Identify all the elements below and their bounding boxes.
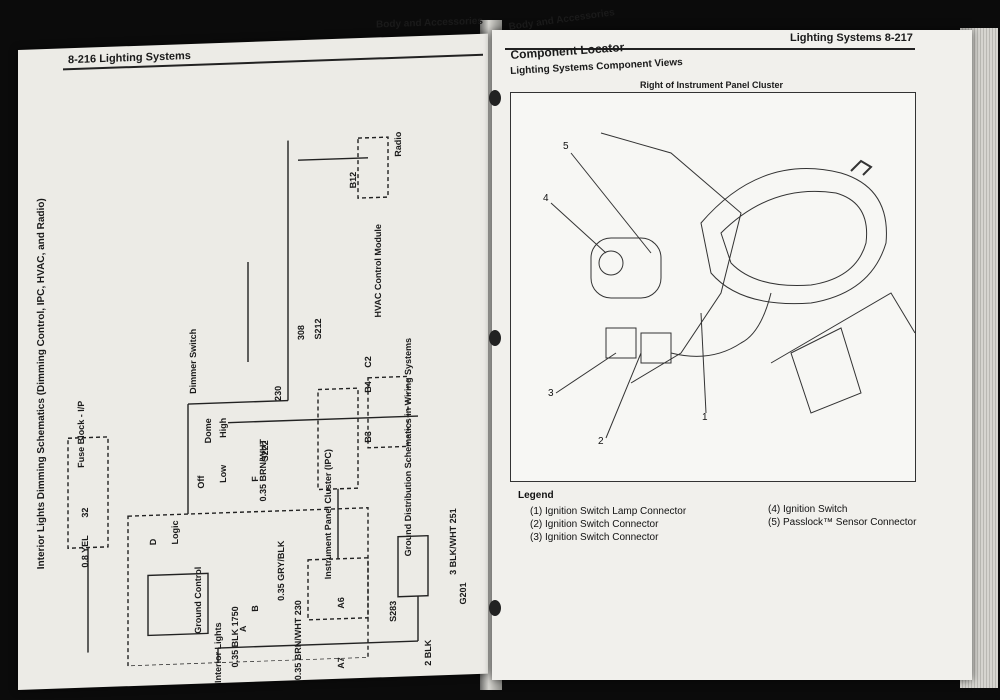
wiring-schematic: [67, 136, 429, 667]
label-pin-f: F: [250, 476, 260, 482]
label-pin-d: D: [148, 538, 158, 546]
callout-3: 3: [548, 388, 554, 399]
label-pin-a: A: [238, 625, 248, 633]
binder-hole: [489, 600, 501, 616]
label-pin-b12: B12: [348, 171, 358, 189]
legend-item-3: (3) Ignition Switch Connector: [530, 532, 659, 543]
label-ground-control: Ground Control: [193, 566, 203, 634]
figure-caption: Right of Instrument Panel Cluster: [640, 80, 784, 90]
label-s222: S222: [260, 440, 270, 462]
label-wire-32: 32: [80, 507, 90, 518]
right-header-rule: [505, 48, 915, 50]
label-wire-gry-blk: 0.35 GRY/BLK: [276, 540, 286, 601]
label-s283: S283: [388, 600, 398, 623]
label-pin-b3: B3: [363, 431, 373, 443]
ignition-switch-illustration: [550, 132, 916, 439]
label-hvac-module: HVAC Control Module: [373, 223, 383, 318]
label-wire-brn-wht-2: 0.35 BRN/WHT 230: [293, 600, 303, 681]
label-fuse-block: Fuse Block - I/P: [76, 400, 86, 468]
component-figure: [510, 92, 916, 482]
label-dome: Dome: [203, 418, 213, 444]
legend-item-1: (1) Ignition Switch Lamp Connector: [530, 506, 687, 517]
label-g201: G201: [458, 582, 468, 605]
binder-hole: [489, 90, 501, 106]
label-off: Off: [196, 475, 206, 489]
callout-4: 4: [543, 193, 549, 204]
binder-hole: [489, 330, 501, 346]
label-high: High: [218, 417, 228, 439]
label-logic: Logic: [170, 520, 180, 545]
label-ground-dist: Ground Distribution Schematics in Wiring…: [403, 337, 413, 557]
legend-item-2: (2) Ignition Switch Connector: [530, 519, 659, 530]
legend-item-5: (5) Passlock™ Sensor Connector: [768, 517, 917, 528]
right-header-right: Lighting Systems 8-217: [790, 32, 913, 44]
label-s212: S212: [313, 318, 323, 340]
label-wire-yel: 0.8 YEL: [80, 535, 90, 568]
label-pin-b: B: [250, 605, 260, 612]
left-page: 8-216 Lighting Systems Body and Accessor…: [18, 16, 488, 691]
label-wire-2blk: 2 BLK: [423, 639, 433, 666]
legend-item-4: (4) Ignition Switch: [768, 504, 848, 515]
label-pin-a7: A7: [336, 657, 346, 669]
callout-1: 1: [702, 412, 708, 423]
label-radio: Radio: [393, 131, 403, 157]
label-wire-308: 308: [296, 324, 306, 341]
callout-2: 2: [598, 436, 604, 447]
legend-title: Legend: [518, 490, 554, 501]
label-ipc: Instrument Panel Cluster (IPC): [323, 448, 333, 580]
label-wire-3blk-wht: 3 BLK/WHT 251: [448, 508, 458, 575]
label-interior-lights: Interior Lights: [213, 622, 223, 684]
left-header-right: Body and Accessories: [376, 15, 483, 31]
label-pin-c2: C2: [363, 356, 373, 368]
label-wire-230: 230: [273, 385, 283, 402]
label-dimmer-switch: Dimmer Switch: [188, 328, 198, 395]
label-low: Low: [218, 464, 228, 484]
label-wire-blk-1750: 0.35 BLK 1750: [230, 606, 240, 668]
label-pin-a6: A6: [336, 597, 346, 609]
label-pin-b4: B4: [363, 381, 373, 393]
callout-5: 5: [563, 141, 569, 152]
